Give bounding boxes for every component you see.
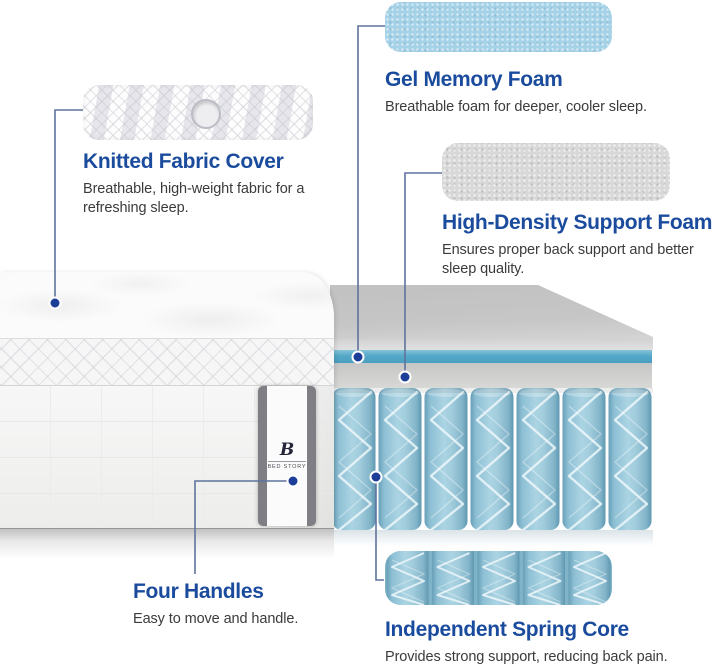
callout-description: Ensures proper back support and better s… (442, 242, 694, 278)
callout-title: Knitted Fabric Cover (83, 150, 284, 173)
floor-shadow (0, 528, 334, 559)
support-foam-slab-front (330, 339, 653, 350)
callout-four-handles: Four Handles Easy to move and handle. (133, 580, 373, 629)
gel-memory-foam-swatch (385, 2, 612, 52)
callout-title: Gel Memory Foam (385, 68, 563, 91)
callout-independent-spring-core: Independent Spring Core Provides strong … (385, 618, 715, 667)
spring-core-layer (331, 388, 653, 530)
support-foam-slab (330, 285, 653, 350)
gel-foam-layer (330, 350, 652, 363)
callout-description: Breathable, high-weight fabric for a ref… (83, 181, 305, 217)
fabric-button-icon (191, 99, 221, 129)
callout-description: Easy to move and handle. (133, 611, 299, 628)
spring-core-swatch (385, 551, 612, 605)
high-density-foam-swatch (442, 143, 670, 201)
callout-gel-memory-foam: Gel Memory Foam Breathable foam for deep… (385, 68, 715, 117)
mattress-left-section: B BED STORY (0, 272, 334, 529)
floor-shadow-springs (334, 530, 653, 546)
callout-title: High-Density Support Foam (442, 211, 713, 234)
spring-core-swatch-texture (385, 551, 612, 605)
callout-knitted-fabric-cover: Knitted Fabric Cover Breathable, high-we… (83, 150, 348, 218)
mattress-top-surface (0, 272, 334, 338)
callout-title: Four Handles (133, 580, 264, 603)
mattress-quilted-band (0, 338, 334, 386)
callout-description: Provides strong support, reducing back p… (385, 649, 668, 666)
brand-logo-icon: B (279, 440, 295, 461)
callout-title: Independent Spring Core (385, 618, 629, 641)
callout-description: Breathable foam for deeper, cooler sleep… (385, 99, 647, 116)
callout-high-density-support-foam: High-Density Support Foam Ensures proper… (442, 211, 720, 279)
brand-name: BED STORY (267, 461, 307, 470)
knitted-fabric-swatch (83, 85, 313, 140)
high-density-foam-layer (330, 363, 652, 388)
mattress-handle: B BED STORY (258, 386, 316, 526)
